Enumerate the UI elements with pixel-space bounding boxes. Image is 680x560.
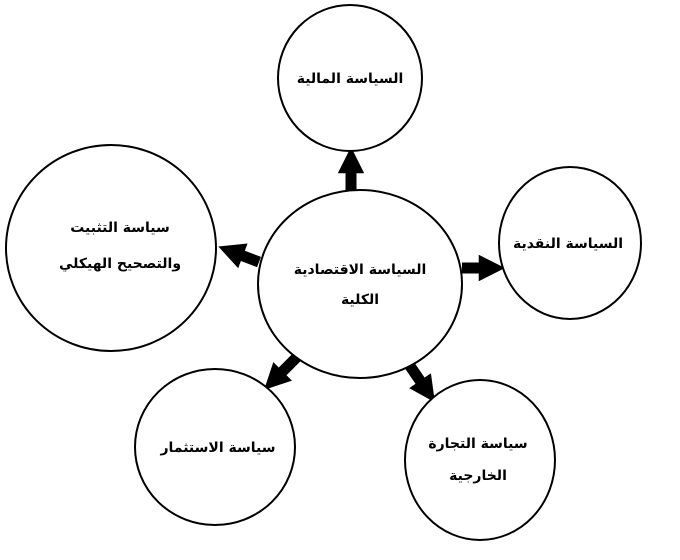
fiscal-label: السياسة المالية — [297, 71, 404, 87]
monetary-label: السياسة النقدية — [513, 236, 623, 252]
trade-label-line1: سياسة التجارة — [428, 436, 527, 452]
center-label-line2: الكلية — [341, 292, 379, 308]
arrow-to-investment — [264, 353, 301, 390]
node-foreign-trade-policy: سياسة التجارة الخارجية — [404, 379, 556, 541]
arrow-to-stabilization — [218, 243, 261, 269]
arrow-to-trade — [405, 362, 435, 403]
stabilization-label-line1: سياسة التثبيت — [70, 220, 170, 236]
node-macroeconomic-policy: السياسة الاقتصادية الكلية — [257, 189, 463, 379]
node-stabilization-policy: سياسة التثبيت والتصحيح الهيكلي — [5, 144, 217, 352]
node-monetary-policy: السياسة النقدية — [498, 166, 642, 320]
investment-label: سياسة الاستثمار — [160, 440, 276, 456]
node-fiscal-policy: السياسة المالية — [277, 4, 423, 152]
trade-label-line2: الخارجية — [449, 468, 507, 484]
stabilization-label-line2: والتصحيح الهيكلي — [59, 256, 181, 272]
node-investment-policy: سياسة الاستثمار — [134, 368, 296, 526]
center-label-line1: السياسة الاقتصادية — [294, 262, 427, 278]
